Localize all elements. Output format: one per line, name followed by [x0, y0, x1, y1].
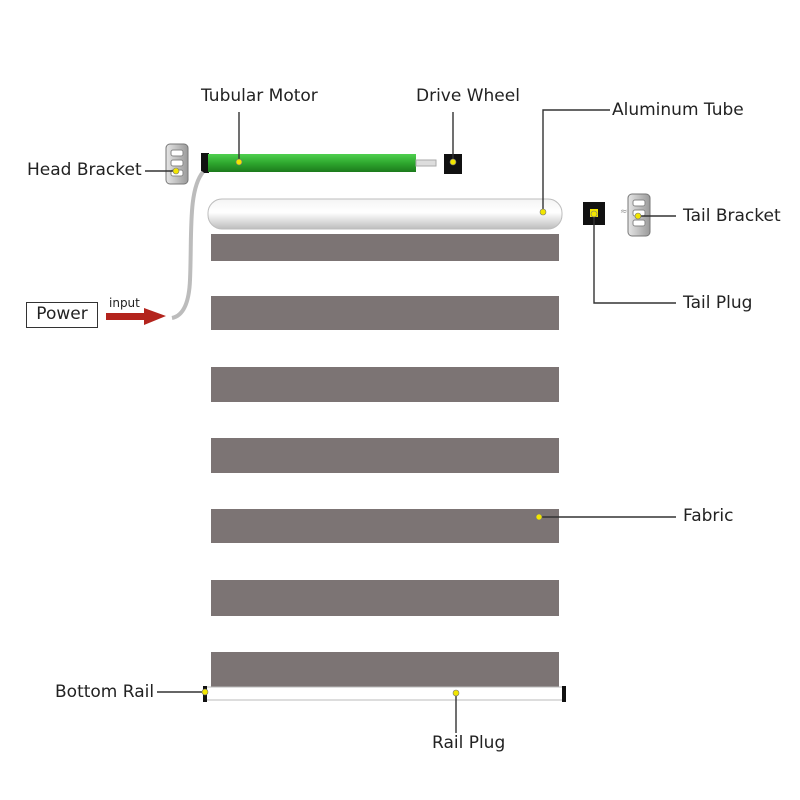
- input-arrow: [106, 308, 166, 325]
- bottom-rail: [203, 686, 566, 702]
- fabric-strip: [211, 652, 559, 687]
- label-rail-plug: Rail Plug: [432, 733, 506, 753]
- label-head-bracket: Head Bracket: [27, 160, 142, 180]
- fabric-strip: [211, 438, 559, 473]
- label-bottom-rail: Bottom Rail: [55, 682, 155, 702]
- label-tail-bracket: Tail Bracket: [683, 206, 781, 226]
- fabric-strip: [211, 367, 559, 402]
- fabric-strip: [211, 580, 559, 616]
- separator-mark: ≈: [620, 207, 628, 217]
- power-cable: [171, 170, 205, 320]
- aluminum-tube: [207, 198, 563, 230]
- label-drive-wheel: Drive Wheel: [416, 86, 520, 106]
- head-bracket: [165, 143, 189, 185]
- label-tubular-motor: Tubular Motor: [201, 86, 318, 106]
- label-tail-plug: Tail Plug: [683, 293, 753, 313]
- label-fabric: Fabric: [683, 506, 734, 526]
- label-input: input: [109, 296, 140, 310]
- fabric-strip: [211, 234, 559, 261]
- label-power: Power: [36, 304, 88, 324]
- fabric-strip: [211, 509, 559, 543]
- fabric-strips: [211, 234, 559, 687]
- leader-lines: [145, 109, 676, 733]
- power-source-box: Power: [26, 302, 98, 328]
- marker-dots: [172, 158, 642, 697]
- label-aluminum-tube: Aluminum Tube: [612, 100, 744, 120]
- tubular-motor: [201, 153, 437, 173]
- fabric-strip: [211, 296, 559, 330]
